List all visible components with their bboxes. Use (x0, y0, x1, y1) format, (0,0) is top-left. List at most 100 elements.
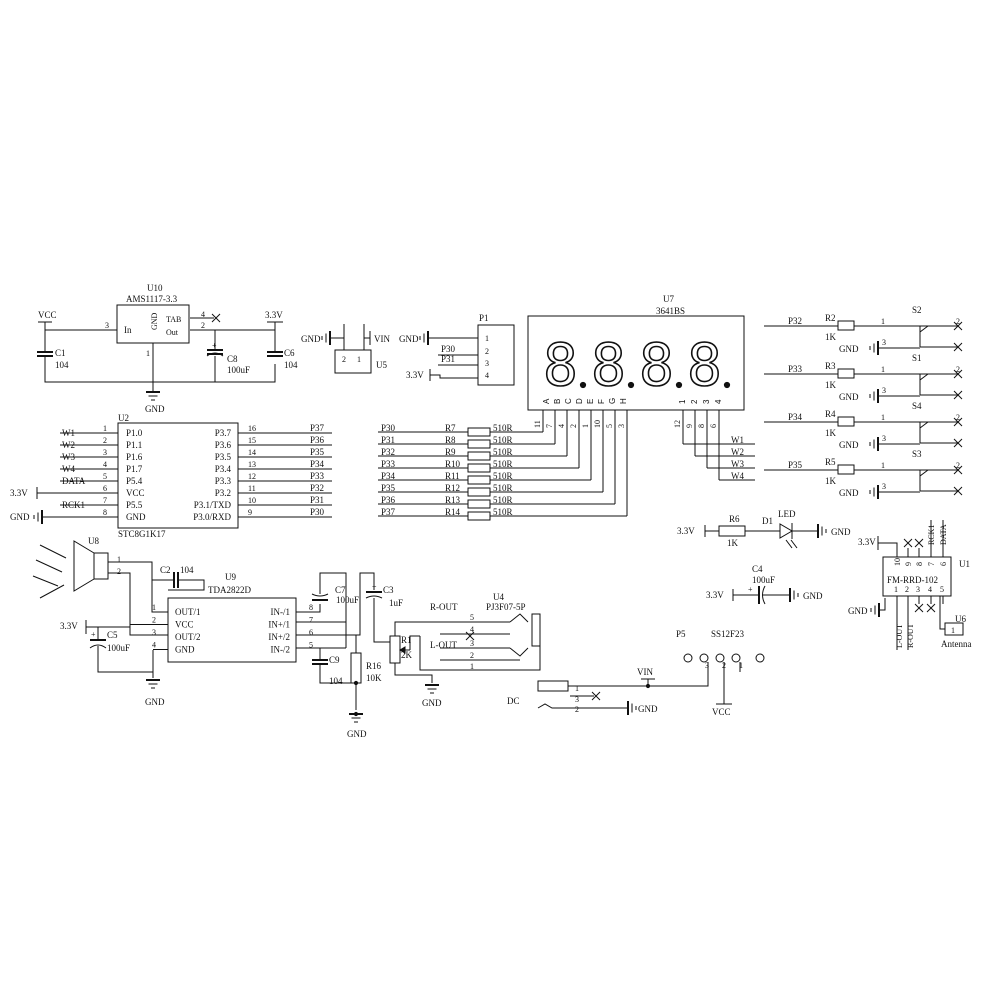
svg-text:GND: GND (422, 698, 442, 708)
audio-jack: U4 PJ3F07-5P R-OUT L-OUT 5 4 3 2 1 (419, 592, 541, 671)
net-label: W4 (731, 471, 744, 481)
pin-number: 2 (103, 436, 107, 445)
pin-name: P3.1/TXD (194, 500, 232, 510)
switch-ref: S2 (912, 305, 922, 315)
pin-number: 2 (956, 317, 960, 326)
p1-header: P1 GND P30 P31 3.3V 1 2 3 4 (399, 313, 515, 386)
svg-text:1: 1 (357, 355, 361, 364)
svg-text:C2: C2 (160, 565, 171, 575)
pin-name: P3.2 (215, 488, 231, 498)
svg-text:U6: U6 (955, 614, 966, 624)
svg-text:2: 2 (342, 355, 346, 364)
decimal-point (627, 381, 635, 389)
no-connect-mark (914, 538, 924, 548)
pin-name: IN-/1 (271, 607, 291, 617)
pin-number: 8 (697, 424, 706, 428)
svg-text:U10: U10 (147, 283, 163, 293)
svg-text:2: 2 (575, 705, 579, 714)
svg-text:VCC: VCC (712, 707, 731, 717)
pin-number: 9 (904, 562, 913, 566)
digit-letter: 1 (678, 399, 687, 404)
net-label: P34 (788, 412, 803, 422)
resistor-ref: R13 (445, 495, 461, 505)
resistor-value: 1K (825, 476, 837, 486)
net-label: P36 (381, 495, 396, 505)
pin-number: 7 (545, 424, 554, 428)
svg-text:U7: U7 (663, 294, 674, 304)
pin-number: 2 (956, 461, 960, 470)
svg-text:In: In (124, 325, 132, 335)
svg-text:C9: C9 (329, 655, 340, 665)
svg-text:GND: GND (831, 527, 851, 537)
net-label: P32 (310, 483, 324, 493)
digit-letter: 3 (702, 399, 711, 404)
svg-text:+: + (748, 585, 753, 594)
svg-text:GND: GND (145, 404, 165, 414)
pin-number: 9 (248, 508, 252, 517)
net-label: W1 (731, 435, 744, 445)
pin-number: 5 (940, 585, 944, 594)
pin-number: 3 (882, 338, 886, 347)
pin-number: 1 (894, 585, 898, 594)
svg-text:C8: C8 (227, 354, 238, 364)
net-label: P30 (381, 423, 396, 433)
resistor (467, 439, 491, 449)
pin-number: 3 (882, 482, 886, 491)
pin-number: 6 (103, 484, 107, 493)
speaker: U8 1 2 (32, 536, 168, 636)
pin-name: P3.3 (215, 476, 232, 486)
svg-text:Antenna: Antenna (941, 639, 972, 649)
pin-number: 3 (103, 448, 107, 457)
svg-text:100uF: 100uF (227, 365, 250, 375)
svg-text:GND: GND (803, 591, 823, 601)
net-label: P37 (381, 507, 396, 517)
svg-text:GND: GND (399, 334, 419, 344)
svg-text:3: 3 (575, 695, 579, 704)
svg-text:U9: U9 (225, 572, 236, 582)
pin-name: P3.0/RXD (193, 512, 231, 522)
pin-name: P3.4 (215, 464, 232, 474)
switch-ref: S3 (912, 449, 922, 459)
pin-number: 1 (581, 424, 590, 428)
resistor-value: 510R (493, 459, 513, 469)
resistor-ref: R12 (445, 483, 460, 493)
svg-text:GND: GND (347, 729, 367, 739)
pin-number: 12 (248, 472, 256, 481)
resistor-value: 1K (825, 428, 837, 438)
svg-text:AMS1117-3.3: AMS1117-3.3 (126, 294, 178, 304)
svg-text:GND: GND (145, 697, 165, 707)
resistor (467, 451, 491, 461)
segment-digit: 8 (639, 331, 674, 399)
pin-number: 11 (533, 420, 542, 428)
resistor (467, 499, 491, 509)
pin-number: 7 (103, 496, 107, 505)
segment-digit: 8 (591, 331, 626, 399)
pin-number: 4 (103, 460, 107, 469)
svg-text:2: 2 (485, 347, 489, 356)
pin-number: 1 (881, 413, 885, 422)
svg-text:2K: 2K (401, 650, 413, 660)
pin-number: 1 (152, 603, 156, 612)
resistor-value: 510R (493, 447, 513, 457)
pin-name: OUT/2 (175, 632, 201, 642)
resistor-value: 510R (493, 495, 513, 505)
svg-text:1: 1 (951, 626, 955, 635)
svg-text:104: 104 (180, 565, 194, 575)
svg-text:1: 1 (739, 661, 743, 670)
pin-name: GND (126, 512, 146, 522)
resistor-value: 510R (493, 507, 513, 517)
net-label: P35 (310, 447, 325, 457)
svg-text:U8: U8 (88, 536, 99, 546)
svg-text:DC: DC (507, 696, 520, 706)
svg-text:C1: C1 (55, 348, 66, 358)
pin-name: VCC (175, 620, 194, 630)
svg-text:3.3V: 3.3V (265, 310, 283, 320)
svg-text:3: 3 (105, 321, 109, 330)
net-label: P34 (381, 471, 396, 481)
segment-digit: 8 (543, 331, 578, 399)
resistor-ref: R9 (445, 447, 456, 457)
pin-name: P5.5 (126, 500, 143, 510)
pin-number: 6 (939, 562, 948, 566)
net-label: P30 (310, 507, 325, 517)
